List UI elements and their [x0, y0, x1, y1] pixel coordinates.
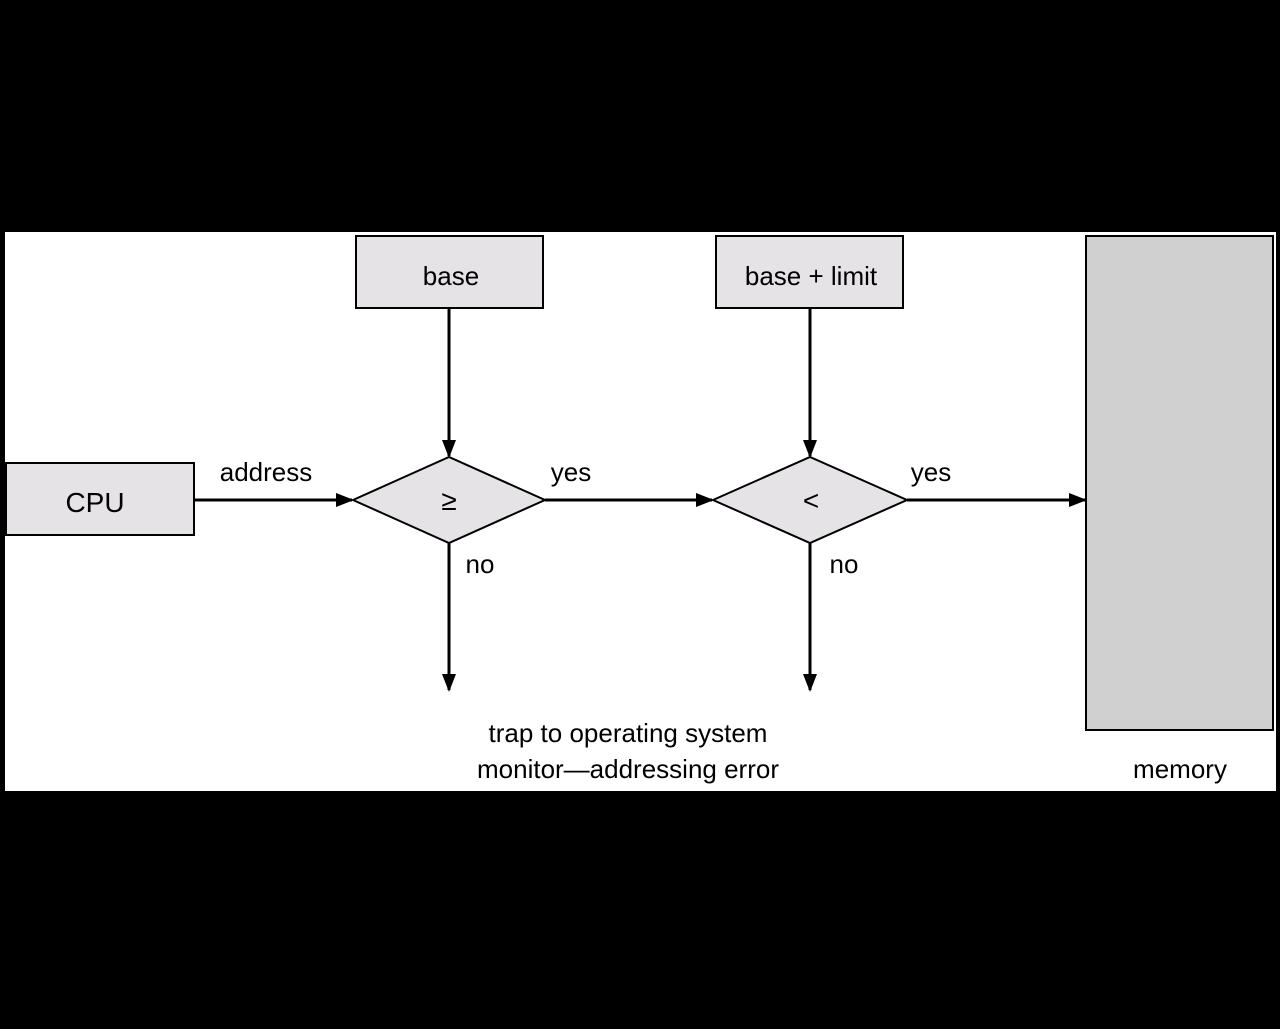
base-limit-label: base + limit: [745, 261, 878, 291]
compare-lt-diamond: <: [710, 455, 910, 545]
trap-label-line-2: monitor—addressing error: [477, 754, 779, 784]
cpu-label: CPU: [65, 487, 124, 518]
diagram-panel: [5, 232, 1276, 791]
memory-block: [1085, 235, 1274, 731]
no-label-1: no: [466, 549, 495, 579]
memory-label: memory: [1133, 754, 1227, 784]
base-label: base: [423, 261, 479, 291]
compare-ge-symbol: ≥: [441, 485, 456, 516]
address-label: address: [220, 457, 313, 487]
yes-label-2: yes: [911, 457, 951, 487]
base-register-box: base: [355, 235, 544, 309]
cpu-box: CPU: [5, 462, 195, 536]
no-label-2: no: [830, 549, 859, 579]
trap-label-line-1: trap to operating system: [489, 718, 768, 748]
yes-label-1: yes: [551, 457, 591, 487]
compare-lt-symbol: <: [803, 485, 819, 516]
base-limit-register-box: base + limit: [715, 235, 904, 309]
